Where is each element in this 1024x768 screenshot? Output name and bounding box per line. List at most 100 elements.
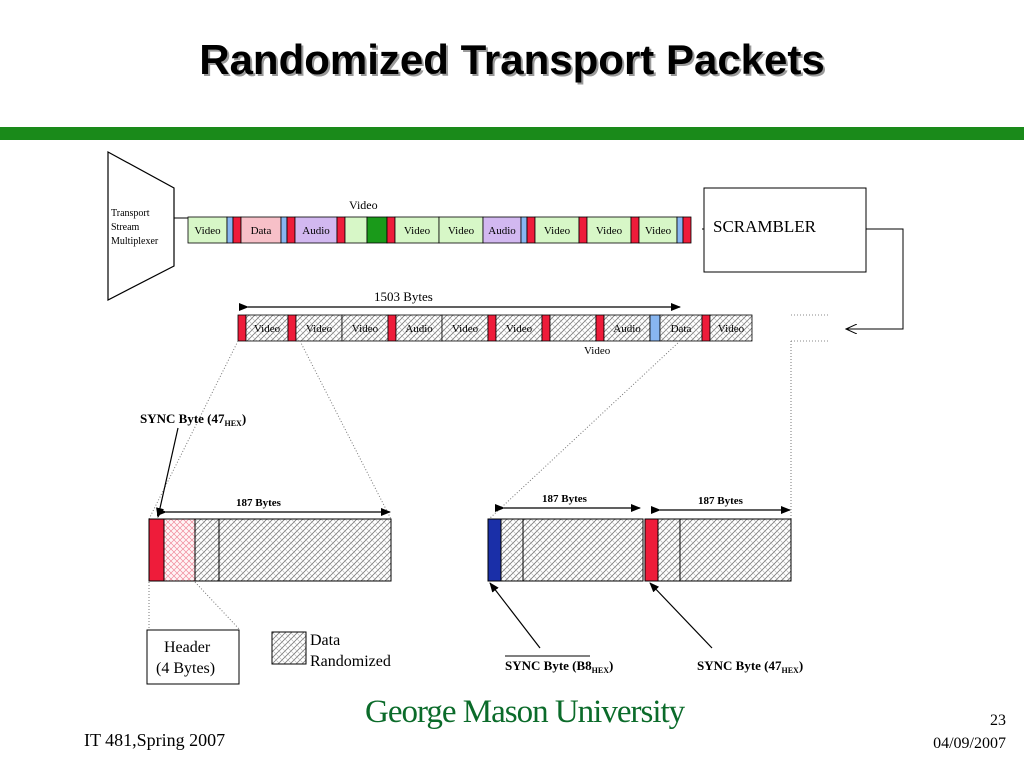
mid-stream-segment-label: Video (306, 323, 333, 335)
mid-stream-segment-hatch (245, 314, 289, 342)
header-hatch (194, 518, 220, 582)
middle-stream-video-label: Video (584, 345, 611, 357)
top-stream-segment-label: Video (404, 225, 431, 237)
payload-hatch (218, 518, 392, 582)
slide-date: 04/09/2007 (933, 735, 1006, 752)
sync-byte-b8 (487, 518, 502, 582)
mid-stream-segment-hatch (603, 314, 651, 342)
packet-mid-payload (522, 518, 644, 582)
packet-right (644, 518, 792, 582)
packet-left (148, 518, 392, 582)
mid-stream-segment-label: Video (452, 323, 479, 335)
mux-label-2: Stream (111, 222, 140, 233)
mid-stream-segment-red (541, 314, 551, 342)
legend-header-line1: Header (164, 639, 211, 656)
legend-data-line2: Randomized (310, 653, 391, 670)
scrambler-box: SCRAMBLER (703, 187, 867, 273)
top-stream-segment-label: Video (194, 225, 221, 237)
packet-right-header (657, 518, 681, 582)
top-stream-segment-data (240, 216, 282, 244)
top-stream-segment-label: Data (251, 225, 272, 237)
page-title: Randomized Transport Packets (199, 36, 825, 83)
top-stream-segment-red (286, 216, 296, 244)
mid-stream-segment-hatch (709, 314, 753, 342)
mux-label-3: Multiplexer (111, 236, 159, 247)
bytes-187-label-1: 187 Bytes (236, 497, 282, 509)
mid-stream-segment-blue (649, 314, 661, 342)
top-stream-segment-label: Video (645, 225, 672, 237)
top-stream-segment-label: Video (596, 225, 623, 237)
legend-data-line1: Data (310, 632, 340, 649)
packet-right-payload (679, 518, 792, 582)
top-stream-segment-audio (294, 216, 338, 244)
top-stream-segment-green (366, 216, 388, 244)
sync-right-arrow (649, 582, 713, 649)
mid-stream-segment-label: Video (254, 323, 281, 335)
mid-stream-segment-red (237, 314, 247, 342)
top-stream-segment-red (682, 216, 692, 244)
legend-hatch-swatch (271, 631, 307, 665)
mid-stream-segment-hatch (549, 314, 597, 342)
mid-stream-segment-red (387, 314, 397, 342)
sync-byte-47-left (148, 518, 165, 582)
top-stream-segment-label: Audio (302, 225, 330, 237)
sync-byte-47-right (644, 518, 659, 582)
legend-header-line2: (4 Bytes) (156, 660, 215, 677)
bytes-187-label-3: 187 Bytes (698, 495, 744, 507)
sync-left-arrow (156, 427, 179, 518)
top-stream-segment-video (187, 216, 228, 244)
accent-bar (0, 127, 1024, 140)
mid-stream-segment-red (487, 314, 497, 342)
sync-label-left: SYNC Byte (47HEX) (140, 411, 246, 428)
mid-stream-segment-label: Video (718, 323, 745, 335)
course-label: IT 481,Spring 2007 (84, 730, 226, 750)
top-stream-segment-red (578, 216, 588, 244)
top-stream-segment-label: Audio (488, 225, 516, 237)
scrambler-label: SCRAMBLER (713, 217, 817, 236)
top-stream-segment-video (438, 216, 484, 244)
mid-stream-segment-hatch (395, 314, 443, 342)
mid-stream-segment-red (595, 314, 605, 342)
top-stream-segment-audio (482, 216, 522, 244)
top-stream-segment-red (336, 216, 346, 244)
zoom-lines (148, 340, 792, 631)
top-stream-segment-video (394, 216, 440, 244)
top-stream-segment-red (526, 216, 536, 244)
university-logo: George Mason University (365, 694, 685, 730)
top-stream-segment-video (638, 216, 678, 244)
bytes-187-label-2: 187 Bytes (542, 493, 588, 505)
mid-stream-segment-label: Audio (613, 323, 641, 335)
mid-stream-segment-hatch (341, 314, 389, 342)
mux-label-1: Transport (111, 208, 150, 219)
sync-label-mid: SYNC Byte (B8HEX) (505, 658, 613, 675)
mid-stream-segment-label: Data (671, 323, 692, 335)
packet-mid (487, 518, 644, 582)
packet-mid-header (500, 518, 524, 582)
top-stream-segment-blue (280, 216, 288, 244)
top-stream-segment-label: Video (544, 225, 571, 237)
legend: Header (4 Bytes) Data Randomized (146, 629, 391, 685)
slide-number: 23 (990, 712, 1006, 729)
mid-stream-segment-red (701, 314, 711, 342)
legend-header-box (146, 629, 240, 685)
top-stream-segment-blue (226, 216, 234, 244)
mid-stream-segment-label: Video (352, 323, 379, 335)
mid-stream-segment-label: Audio (405, 323, 433, 335)
middle-stream: Video Video Video Audio Video Video Audio Data V… (237, 314, 753, 342)
scrambler-return-arrow (846, 228, 904, 329)
top-stream-segment-blue (676, 216, 684, 244)
top-stream-segment-red (630, 216, 640, 244)
top-stream-video-label: Video (349, 198, 378, 212)
mid-stream-segment-label: Video (506, 323, 533, 335)
mid-stream-segment-hatch (495, 314, 543, 342)
top-stream-segment-video (344, 216, 368, 244)
top-stream-segment-blue (520, 216, 528, 244)
bytes-1503-label: 1503 Bytes (374, 289, 433, 304)
sync-label-right: SYNC Byte (47HEX) (697, 658, 803, 675)
header-hatch-pink (163, 518, 196, 582)
top-stream-segment-video (586, 216, 632, 244)
mid-stream-segment-red (287, 314, 297, 342)
